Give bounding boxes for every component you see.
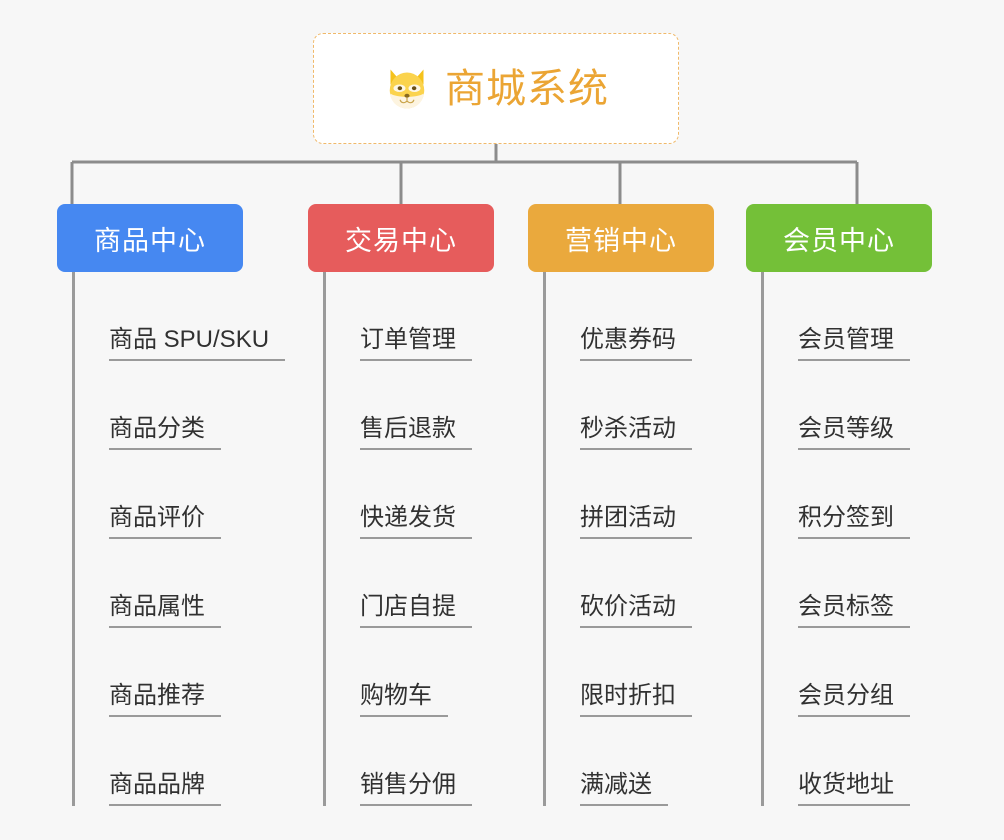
leaf-item[interactable]: 满减送 [546,717,692,806]
branch-1: 商品中心 [57,204,243,272]
branch-label: 交易中心 [345,225,457,256]
leaf-label: 商品评价 [109,504,221,539]
leaf-label: 商品品牌 [109,771,221,806]
leaf-list-4: 会员管理会员等级积分签到会员标签会员分组收货地址 [761,272,910,806]
leaf-list-1: 商品 SPU/SKU 商品分类商品评价商品属性商品推荐商品品牌 [72,272,286,806]
leaf-label: 积分签到 [798,504,910,539]
leaf-item[interactable]: 销售分佣 [326,717,472,806]
dog-face-icon [389,69,425,108]
leaf-item[interactable]: 会员等级 [764,361,910,450]
leaf-label: 销售分佣 [360,771,472,806]
leaf-item[interactable]: 门店自提 [326,539,472,628]
leaf-item[interactable]: 砍价活动 [546,539,692,628]
leaf-item[interactable]: 商品分类 [75,361,285,450]
branch-3: 营销中心 [528,204,714,272]
leaf-label: 会员标签 [798,593,910,628]
leaf-label: 订单管理 [360,326,472,361]
leaf-label: 优惠券码 [580,326,692,361]
leaf-label: 商品分类 [109,415,221,450]
branch-2: 交易中心 [308,204,494,272]
branch-box-2[interactable]: 交易中心 [308,204,494,272]
leaf-list-3: 优惠券码秒杀活动拼团活动砍价活动限时折扣满减送 [543,272,692,806]
leaf-label: 门店自提 [360,593,472,628]
leaf-item[interactable]: 拼团活动 [546,450,692,539]
leaf-item[interactable]: 快递发货 [326,450,472,539]
leaf-item[interactable]: 商品品牌 [75,717,285,806]
leaf-item[interactable]: 购物车 [326,628,472,717]
branch-box-4[interactable]: 会员中心 [746,204,932,272]
leaf-item[interactable]: 商品推荐 [75,628,285,717]
leaf-item[interactable]: 优惠券码 [546,272,692,361]
leaf-label: 会员等级 [798,415,910,450]
leaf-item[interactable]: 积分签到 [764,450,910,539]
leaf-item[interactable]: 会员标签 [764,539,910,628]
leaf-label: 砍价活动 [580,593,692,628]
leaf-label: 购物车 [360,682,448,717]
leaf-label: 会员管理 [798,326,910,361]
leaf-item[interactable]: 订单管理 [326,272,472,361]
leaf-item[interactable]: 会员管理 [764,272,910,361]
branch-box-3[interactable]: 营销中心 [528,204,714,272]
leaf-label: 商品 SPU/SKU [109,326,286,361]
leaf-item[interactable]: 商品评价 [75,450,285,539]
leaf-label: 收货地址 [798,771,910,806]
leaf-item[interactable]: 限时折扣 [546,628,692,717]
leaf-label: 拼团活动 [580,504,692,539]
leaf-label: 快递发货 [360,504,472,539]
leaf-label: 会员分组 [798,682,910,717]
leaf-item[interactable]: 秒杀活动 [546,361,692,450]
leaf-label: 售后退款 [360,415,472,450]
leaf-item[interactable]: 收货地址 [764,717,910,806]
branch-box-1[interactable]: 商品中心 [57,204,243,272]
leaf-item[interactable]: 商品 SPU/SKU [75,272,286,361]
leaf-label: 商品推荐 [109,682,221,717]
leaf-label: 满减送 [580,771,668,806]
branch-label: 营销中心 [565,225,677,256]
branch-4: 会员中心 [746,204,932,272]
branch-label: 会员中心 [783,225,895,256]
leaf-label: 秒杀活动 [580,415,692,450]
root-node[interactable]: 商城系统 [313,33,679,144]
leaf-item[interactable]: 商品属性 [75,539,285,628]
leaf-item[interactable]: 售后退款 [326,361,472,450]
leaf-label: 限时折扣 [580,682,692,717]
leaf-label: 商品属性 [109,593,221,628]
root-title: 商城系统 [445,66,609,111]
leaf-item[interactable]: 会员分组 [764,628,910,717]
leaf-list-2: 订单管理售后退款快递发货门店自提购物车销售分佣 [323,272,472,806]
branch-label: 商品中心 [94,225,206,256]
